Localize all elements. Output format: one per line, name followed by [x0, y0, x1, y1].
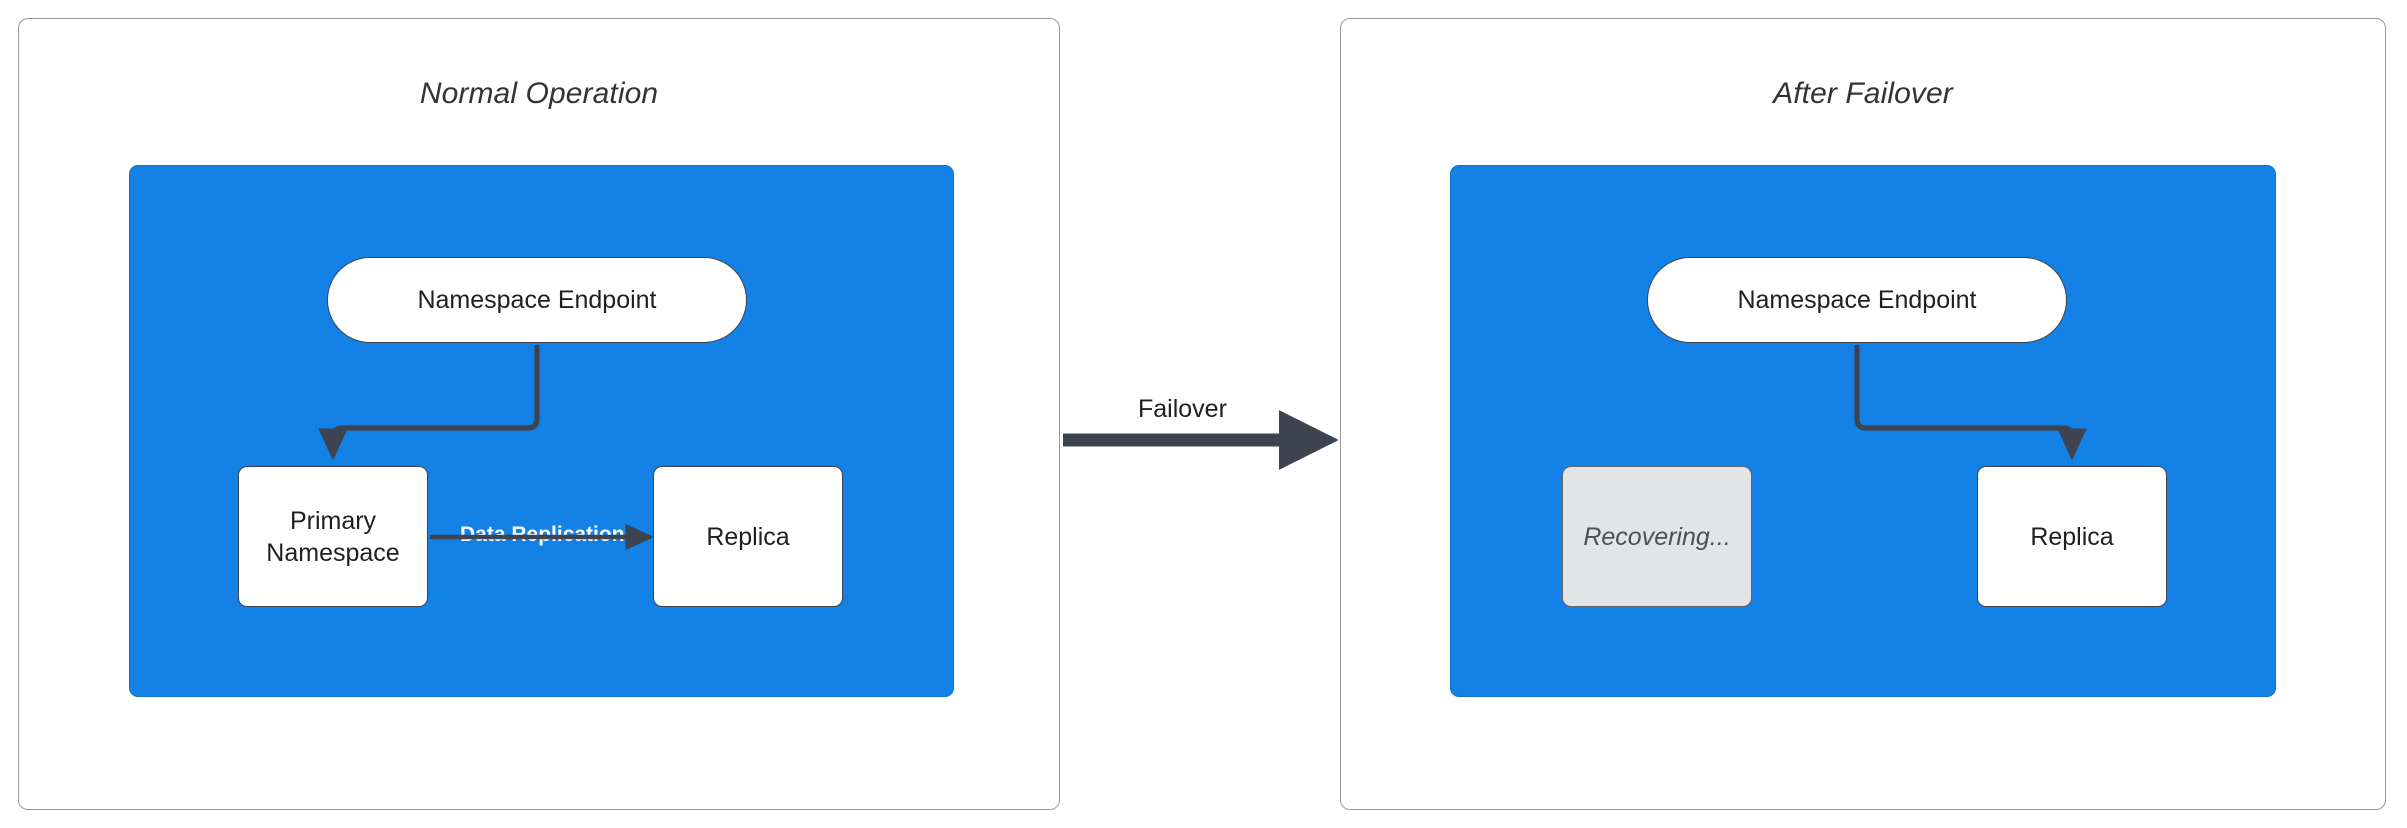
transition-label-failover: Failover [1138, 395, 1227, 423]
node-label-wrapper: Primary Namespace [266, 505, 399, 569]
region-normal-operation [129, 165, 954, 697]
node-label-line2: Namespace [266, 538, 400, 567]
node-namespace-endpoint-normal[interactable]: Namespace Endpoint [327, 257, 747, 343]
node-recovering[interactable]: Recovering... [1562, 466, 1752, 607]
node-label: Namespace Endpoint [417, 286, 657, 314]
node-replica-normal[interactable]: Replica [653, 466, 843, 607]
node-label-line1: Primary [289, 506, 377, 535]
node-label: Recovering... [1583, 522, 1731, 551]
node-label: Replica [706, 522, 790, 551]
node-label: Namespace Endpoint [1737, 286, 1977, 314]
panel-title-normal-operation: Normal Operation [419, 77, 659, 110]
node-replica-failover[interactable]: Replica [1977, 466, 2167, 607]
edge-label-data-replication: Data Replication [460, 523, 625, 546]
node-namespace-endpoint-failover[interactable]: Namespace Endpoint [1647, 257, 2067, 343]
node-primary-namespace[interactable]: Primary Namespace [238, 466, 428, 607]
region-after-failover [1450, 165, 2276, 697]
panel-title-after-failover: After Failover [1773, 77, 1953, 110]
node-label: Replica [2030, 522, 2114, 551]
